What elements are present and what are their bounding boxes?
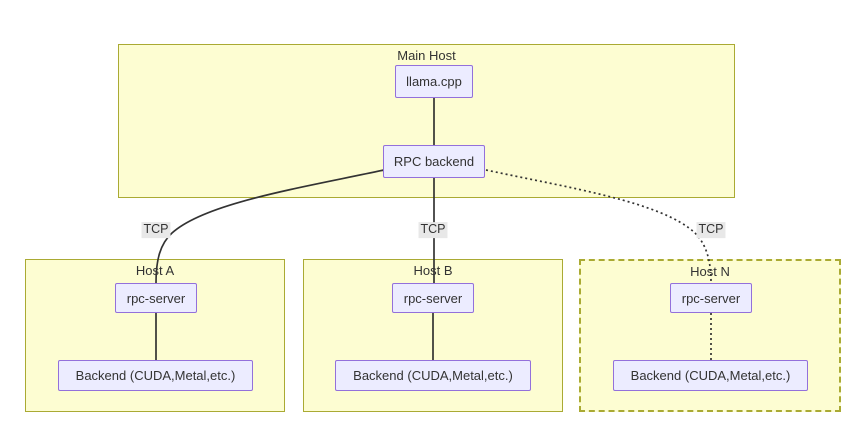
node-rpc-server-b: rpc-server <box>392 283 474 313</box>
node-backend-a-label: Backend (CUDA,Metal,etc.) <box>75 368 236 383</box>
node-backend-b-label: Backend (CUDA,Metal,etc.) <box>353 368 513 383</box>
node-backend-n-label: Backend (CUDA,Metal,etc.) <box>630 368 791 383</box>
edge-label-tcp-n: TCP <box>696 222 726 238</box>
node-backend-a: Backend (CUDA,Metal,etc.) <box>58 360 253 391</box>
node-llama-cpp-label: llama.cpp <box>406 74 462 89</box>
node-backend-n: Backend (CUDA,Metal,etc.) <box>613 360 808 391</box>
node-backend-b: Backend (CUDA,Metal,etc.) <box>335 360 531 391</box>
cluster-host-a-title: Host A <box>135 263 175 278</box>
node-rpc-server-a: rpc-server <box>115 283 197 313</box>
cluster-host-b-title: Host B <box>413 263 453 278</box>
node-rpc-backend: RPC backend <box>383 145 485 178</box>
edge-label-tcp-b: TCP <box>418 222 448 238</box>
node-rpc-backend-label: RPC backend <box>393 154 475 169</box>
edge-label-tcp-a: TCP <box>141 222 171 238</box>
node-rpc-server-n-label: rpc-server <box>681 290 741 306</box>
cluster-host-n-title: Host N <box>690 264 730 279</box>
node-llama-cpp: llama.cpp <box>395 65 473 98</box>
node-rpc-server-b-label: rpc-server <box>403 290 463 306</box>
node-rpc-server-a-label: rpc-server <box>126 290 186 306</box>
cluster-main-host-title: Main Host <box>397 48 456 63</box>
node-rpc-server-n: rpc-server <box>670 283 752 313</box>
